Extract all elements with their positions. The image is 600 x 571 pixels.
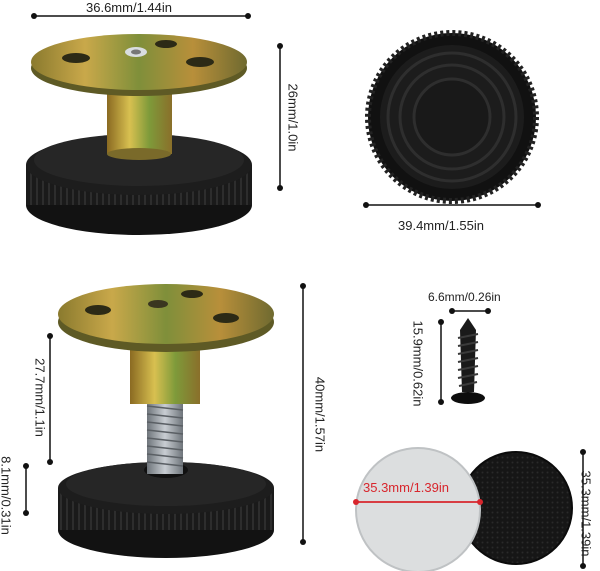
pad-white [355,447,481,571]
label-extended-lower: 8.1mm/0.31in [0,456,14,535]
screw [451,318,485,404]
leveler-compact [26,34,252,235]
dimension-base-diameter [363,202,541,208]
base-top-view [365,30,539,204]
dimension-extended-total [300,283,306,545]
label-extended-upper: 27.7mm/1.1in [32,358,48,437]
label-screw-width: 6.6mm/0.26in [428,290,501,304]
label-base-diameter: 39.4mm/1.55in [398,218,484,233]
dimension-extended-lower [23,463,29,516]
dimension-screw-width [449,308,491,314]
label-pad-width: 35.3mm/1.39in [363,480,449,495]
dimension-pad-height [580,449,586,569]
label-pad-height: 35.3mm/1.39in [578,470,594,557]
dimension-top-height [277,43,283,191]
label-top-height: 26mm/1.0in [285,83,301,152]
dimension-top-width [31,13,251,19]
dimension-pad-width [353,499,483,505]
label-extended-total: 40mm/1.57in [312,376,328,453]
dimension-extended-upper [47,333,53,465]
label-top-width: 36.6mm/1.44in [86,0,172,15]
leveler-extended [58,284,274,558]
label-screw-length: 15.9mm/0.62in [410,320,426,407]
dimension-screw-length [438,319,444,405]
